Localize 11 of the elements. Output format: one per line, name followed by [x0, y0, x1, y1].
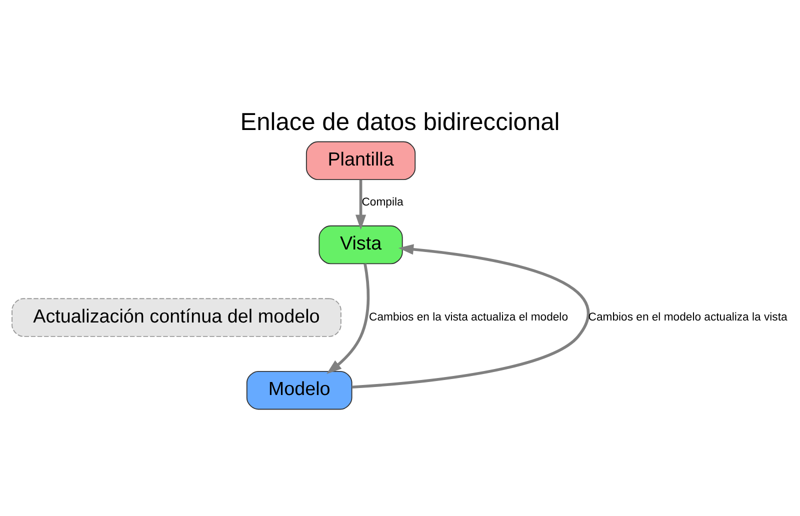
node-box: Vista	[318, 225, 403, 264]
node-box: Plantilla	[306, 141, 416, 180]
arrow	[355, 180, 366, 230]
arrow	[352, 244, 590, 389]
edge-label: Cambios en el modelo actualiza la vista	[588, 311, 788, 324]
arrow	[326, 263, 370, 374]
edge-label: Compila	[362, 196, 404, 209]
node-box: Actualización contínua del modelo	[12, 298, 342, 337]
edge-label: Cambios en la vista actualiza el modelo	[369, 311, 568, 324]
diagram-title: Enlace de datos bidireccional	[240, 109, 560, 136]
node-box: Modelo	[246, 370, 352, 410]
